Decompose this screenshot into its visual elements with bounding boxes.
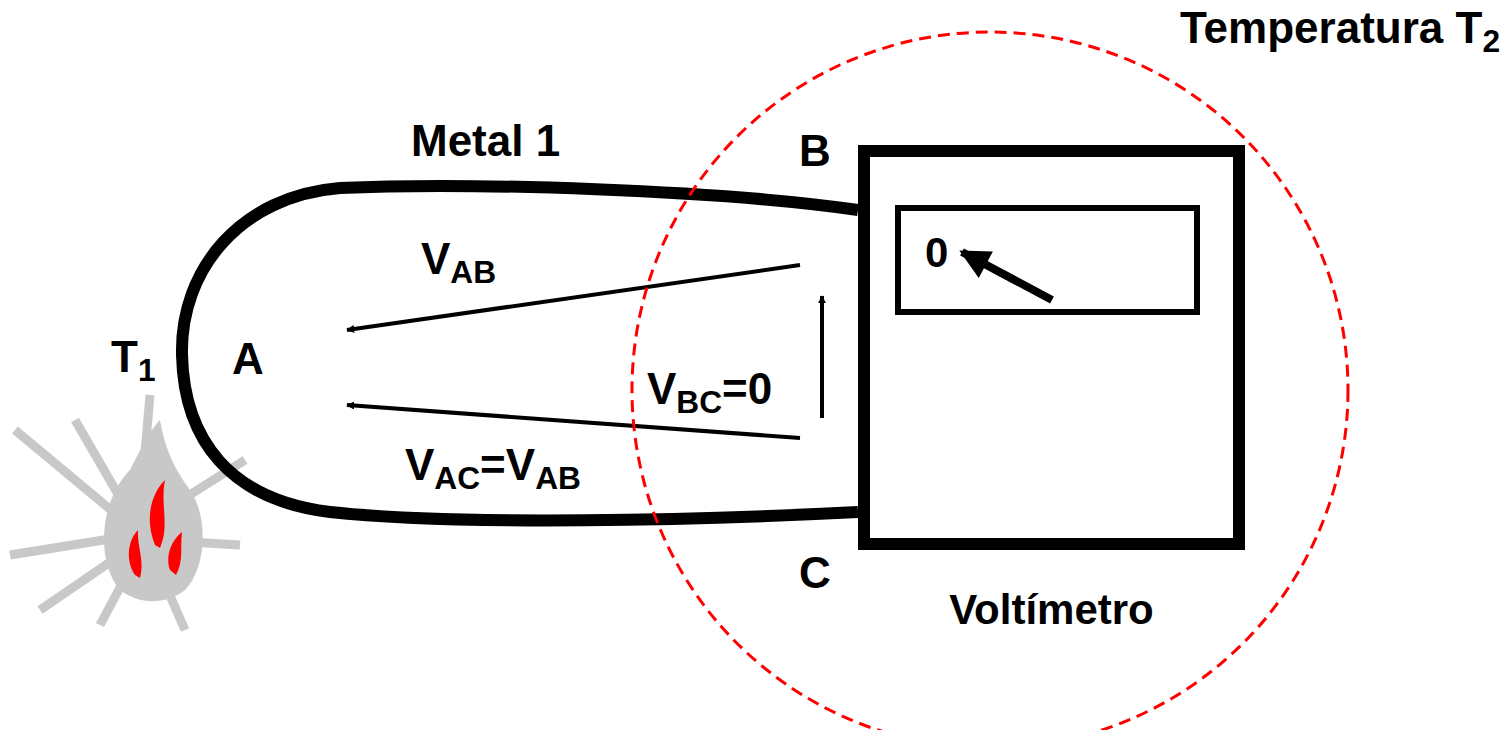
flame [10,395,245,630]
flame-tongue [150,480,165,548]
voltage-arrow [347,265,800,330]
region-outline [632,32,1348,730]
voltage-arrow [820,296,824,418]
voltage-label: VAB [418,236,499,282]
point-name: A [229,336,267,382]
flame-tongue [168,532,182,575]
flame-tongue [129,530,142,578]
meter-reading: 0 [925,231,948,275]
meter-display: 0 [895,205,1200,315]
voltage-label: VAC=VAB [402,442,584,488]
region-title: Temperatura T2 [1180,5,1500,51]
voltmeter-box: Voltímetro0 [858,145,1245,550]
meter-needle [962,252,1052,300]
point-name: B [796,128,834,174]
flame-body [104,420,203,601]
temperature-label: T1 [108,334,159,380]
voltage-label: VBC=0 [644,366,775,412]
metal-wire [182,186,858,520]
point-name: C [796,550,834,596]
instrument-name: Voltímetro [870,588,1233,632]
metal-name: Metal 1 [408,118,563,164]
